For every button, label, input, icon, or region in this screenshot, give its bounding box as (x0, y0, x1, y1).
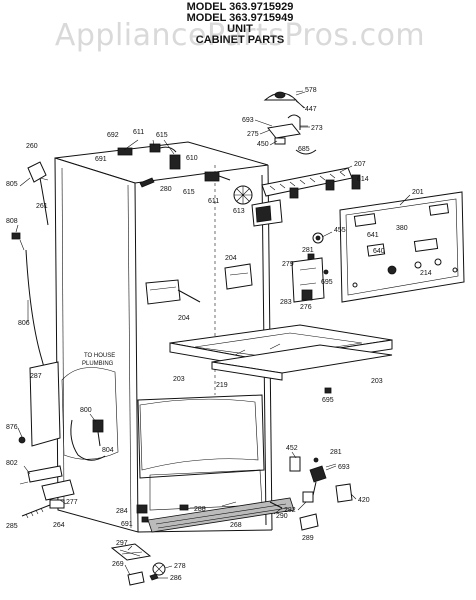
part-label: 279 (282, 261, 294, 268)
part-label: 685 (298, 146, 310, 153)
water-valve-area (18, 361, 119, 485)
part-label: 804 (102, 447, 114, 454)
part-label: 269 (112, 561, 124, 568)
control-panel (339, 191, 465, 303)
model-line-2: MODEL 363.9715949 (186, 12, 294, 24)
leveling-legs (21, 479, 75, 519)
part-label: 695 (321, 279, 333, 286)
shelf-brackets (145, 263, 253, 305)
part-label: 876 (6, 424, 18, 431)
part-label: 611 (133, 129, 144, 136)
part-label: 693 (338, 464, 350, 471)
part-label: 275 (247, 131, 259, 138)
part-label: 268 (230, 522, 242, 529)
diagram-header: MODEL 363.9715929 MODEL 363.9715949 UNIT… (150, 2, 330, 46)
part-label: 264 (53, 522, 65, 529)
part-label: 281 (330, 449, 342, 456)
model-line-1: MODEL 363.9715929 (186, 1, 294, 13)
water-line (11, 161, 51, 401)
top-assembly (117, 91, 361, 227)
part-label: 219 (216, 382, 228, 389)
unit-line: UNIT (227, 23, 253, 35)
part-label: 452 (286, 445, 298, 452)
part-label: 693 (242, 117, 254, 124)
part-label: 610 (186, 155, 198, 162)
part-label: 282 (284, 507, 296, 514)
part-label: 260 (26, 143, 38, 150)
part-label: 447 (305, 106, 317, 113)
part-label: 261 (36, 203, 48, 210)
part-label: 692 (107, 132, 119, 139)
part-label: 380 (396, 225, 408, 232)
part-label: 283 (280, 299, 292, 306)
part-label: 450 (257, 141, 269, 148)
part-label: 280 (160, 186, 172, 193)
part-label: 203 (371, 378, 383, 385)
callout-leaders (15, 90, 411, 579)
part-label: 203 (173, 376, 185, 383)
part-label: 615 (156, 132, 168, 139)
part-label: 286 (170, 575, 182, 582)
lower-right-parts (289, 456, 353, 531)
part-labels: 578 447 693 275 273 450 692 611 615 691 … (6, 87, 432, 582)
part-label: 297 (116, 540, 128, 547)
part-label: 204 (178, 315, 190, 322)
part-label: 278 (174, 563, 186, 570)
part-label: 641 (367, 232, 379, 239)
part-label: 287 (30, 373, 42, 380)
part-label: 290 (276, 513, 288, 520)
damper-parts (291, 232, 329, 303)
part-label: 615 (183, 189, 195, 196)
part-label: 806 (18, 320, 30, 327)
part-label: 691 (121, 521, 133, 528)
part-label: 201 (412, 189, 424, 196)
part-label: 808 (6, 218, 18, 225)
part-label: 805 (6, 181, 18, 188)
part-label: 276 (300, 304, 312, 311)
part-label: 614 (357, 176, 369, 183)
crisper-rails (169, 324, 393, 394)
part-label: 613 (233, 208, 245, 215)
part-label: 611 (208, 198, 219, 205)
bottom-small-parts (110, 543, 166, 586)
bottom-grille (136, 497, 295, 533)
part-label: 455 (334, 227, 346, 234)
part-label: 204 (225, 255, 237, 262)
part-label: 800 (80, 407, 92, 414)
note-line-2: PLUMBING (82, 361, 114, 367)
part-label: 288 (194, 506, 206, 513)
section-title: CABINET PARTS (195, 34, 285, 46)
part-label: 207 (354, 161, 366, 168)
part-label: 695 (322, 397, 334, 404)
part-label: 802 (6, 460, 18, 467)
part-label: 281 (302, 247, 314, 254)
part-label: 214 (420, 270, 432, 277)
part-label: 284 (116, 508, 128, 515)
part-label: 640 (373, 248, 385, 255)
part-label: 289 (302, 535, 314, 542)
part-label: 277 (66, 499, 78, 506)
part-label: 578 (305, 87, 317, 94)
note-line-1: TO HOUSE (84, 353, 115, 359)
part-label: 285 (6, 523, 18, 530)
part-label: 691 (95, 156, 107, 163)
part-label: 273 (311, 125, 323, 132)
part-label: 420 (358, 497, 370, 504)
